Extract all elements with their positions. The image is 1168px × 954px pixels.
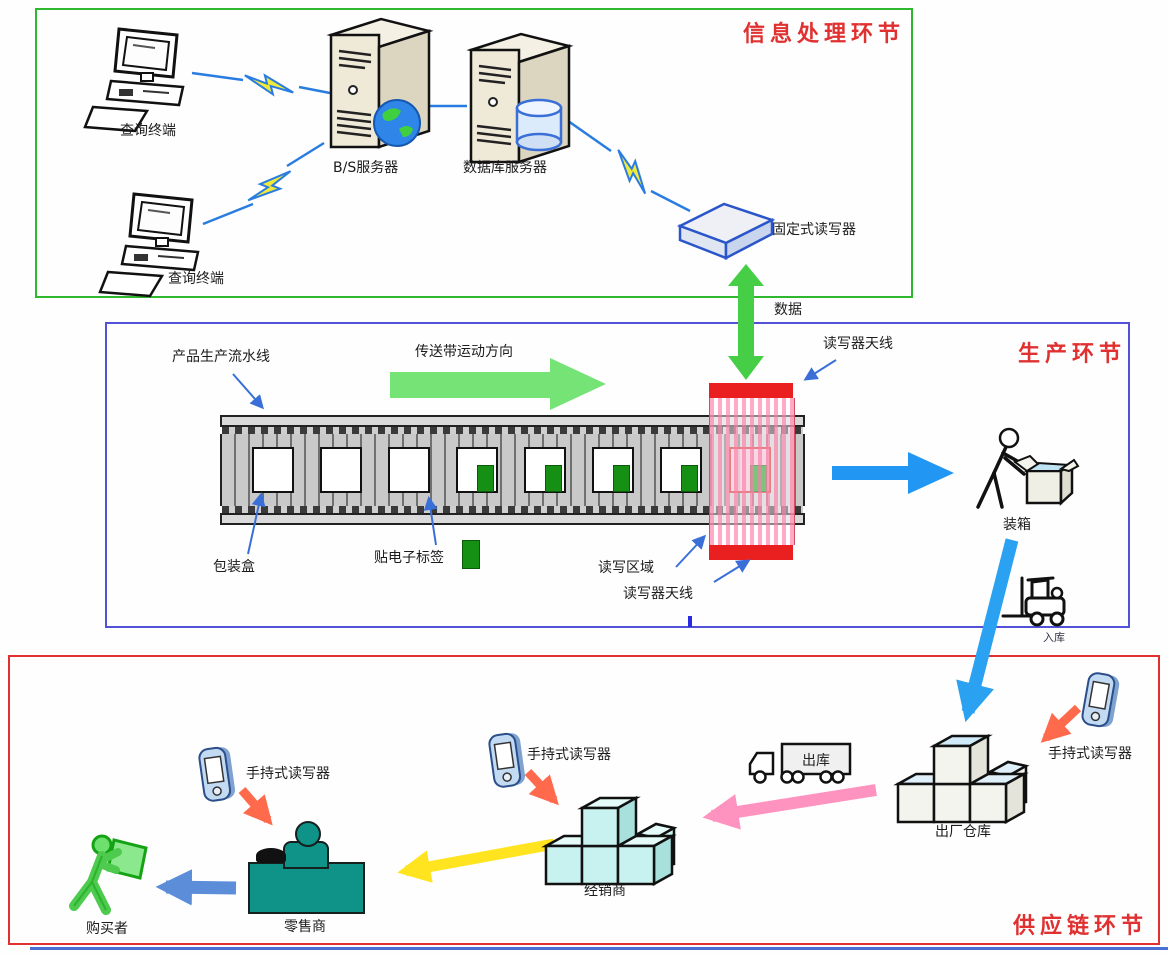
factory-warehouse-icon	[893, 733, 1030, 825]
rfid-tag-sample-icon	[462, 540, 480, 569]
read-write-zone	[709, 398, 795, 545]
packing-label: 装箱	[1003, 517, 1031, 533]
cash-register-icon	[256, 848, 286, 863]
handheld-left-label: 手持式读写器	[246, 766, 330, 782]
rfid-tag	[613, 465, 630, 492]
forklift-icon	[1001, 576, 1066, 627]
belt-bottom-chain	[222, 506, 803, 513]
retailer-label: 零售商	[284, 919, 326, 935]
handheld-right-label: 手持式读写器	[1048, 746, 1132, 762]
reader-antenna-bottom-label: 读写器天线	[623, 586, 693, 602]
buyer-icon	[69, 834, 148, 915]
packaging-box-label: 包装盒	[213, 559, 255, 575]
package-box-tagged	[592, 447, 634, 493]
production-title: 生产环节	[1018, 342, 1127, 367]
data-flow-label: 数据	[774, 302, 802, 318]
info-processing-title: 信息处理环节	[743, 22, 906, 47]
fixed-reader-label: 固定式读写器	[772, 222, 856, 238]
reader-antenna-top-label: 读写器天线	[823, 336, 893, 352]
assembly-line-label: 产品生产流水线	[172, 349, 270, 365]
factory-warehouse-label: 出厂仓库	[935, 824, 991, 840]
packing-worker-icon	[976, 427, 1080, 509]
rw-zone-label: 读写区域	[598, 560, 654, 576]
belt-top-chain	[222, 427, 803, 434]
handheld-reader-icon	[198, 746, 236, 802]
border-notch	[688, 616, 692, 627]
production-section-frame	[105, 322, 1130, 628]
globe-icon	[373, 99, 421, 147]
attach-tag-label: 贴电子标签	[374, 550, 444, 566]
belt-bottom-rail	[220, 513, 805, 525]
database-server-icon	[466, 32, 574, 164]
fixed-reader-icon	[676, 202, 776, 261]
database-cylinder-icon	[515, 98, 563, 152]
conveyor-belt	[220, 415, 805, 525]
query-terminal-icon	[83, 27, 185, 133]
delivery-truck-icon: 出库	[748, 742, 852, 784]
reader-antenna-bar-bottom	[709, 545, 793, 560]
package-box	[320, 447, 362, 493]
bs-server-icon	[326, 17, 434, 149]
terminal-bottom-label: 查询终端	[168, 271, 224, 287]
reader-antenna-bar-top	[709, 383, 793, 398]
buyer-label: 购买者	[86, 921, 128, 937]
supply-chain-section-frame	[8, 655, 1160, 945]
distributor-label: 经销商	[584, 883, 626, 899]
rfid-tag	[681, 465, 698, 492]
inbound-label: 入库	[1043, 631, 1065, 644]
rfid-tag	[477, 465, 494, 492]
handheld-middle-label: 手持式读写器	[527, 747, 611, 763]
db-server-label: 数据库服务器	[463, 160, 547, 176]
distributor-stock-icon	[541, 795, 678, 887]
handheld-reader-icon	[488, 732, 526, 788]
terminal-top-label: 查询终端	[120, 123, 176, 139]
package-box-tagged	[524, 447, 566, 493]
handheld-reader-icon	[1081, 672, 1120, 728]
belt-body	[220, 434, 805, 506]
package-box	[388, 447, 430, 493]
truck-outbound-label: 出库	[802, 753, 830, 769]
supply-chain-title: 供应链环节	[1013, 914, 1149, 939]
retail-counter	[248, 862, 365, 914]
info-processing-section-frame	[35, 8, 913, 298]
belt-direction-label: 传送带运动方向	[415, 344, 513, 360]
clerk-head	[295, 821, 321, 847]
package-box-tagged	[456, 447, 498, 493]
bottom-divider-line	[30, 947, 1168, 950]
rfid-tag	[545, 465, 562, 492]
belt-top-rail	[220, 415, 805, 427]
query-terminal-icon	[98, 192, 200, 298]
package-box-tagged	[660, 447, 702, 493]
package-box	[252, 447, 294, 493]
bs-server-label: B/S服务器	[333, 160, 399, 176]
